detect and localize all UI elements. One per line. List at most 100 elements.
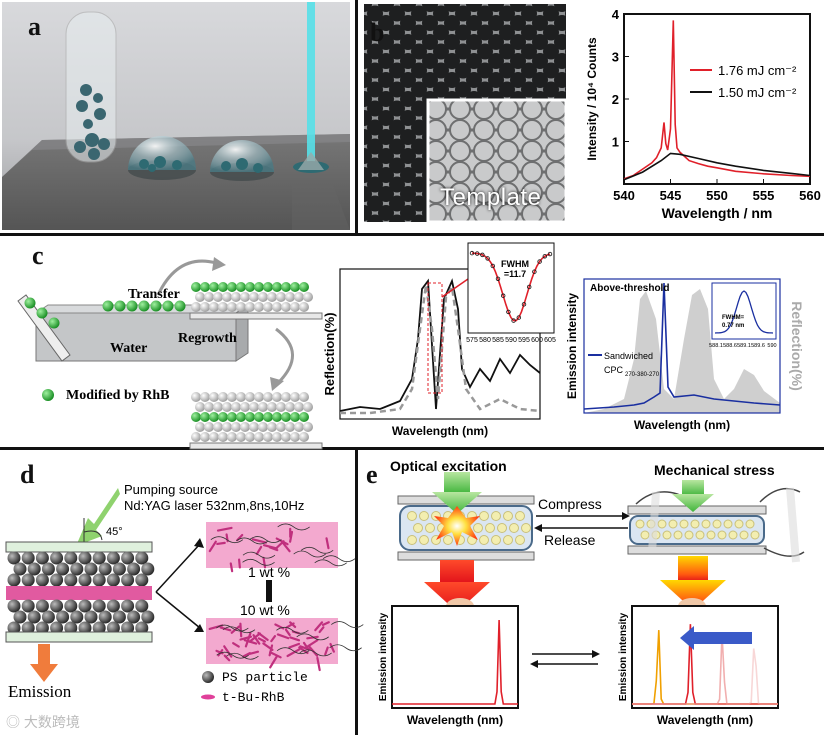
white-sphere [213,402,223,412]
particle [479,535,489,545]
rhb-molecule [288,642,301,649]
inset-tick-label: 590 [767,343,776,349]
ps-particle [78,573,92,587]
polymer-chain [300,546,334,554]
green-sphere [263,282,273,292]
ps-particle [35,599,49,613]
polymer-chain [236,537,269,545]
green-sphere [272,412,282,422]
particle [407,511,417,521]
ps-particle [7,551,21,565]
ps-particle [21,573,35,587]
polymer-chain [276,626,309,634]
legend-ps-text: PS particle [222,670,308,685]
ps-particle [78,599,92,613]
ps-particle [13,610,27,624]
separator-bottom-vertical [355,450,358,735]
white-sphere [227,392,237,402]
green-sphere [150,300,162,312]
panel-a: a [2,2,350,230]
white-sphere [200,392,210,402]
panel-c: c Transfer Water Regrowth Modified by Rh… [0,237,824,450]
emission-spectrum-right: Wavelength (nm)Emission intensity [618,605,779,727]
white-sphere [240,402,250,412]
panel-a-label: a [28,12,41,41]
inset-point [480,252,485,258]
white-sphere [267,292,277,302]
ps-particle [41,562,55,576]
white-sphere [276,292,286,302]
particle [701,519,711,529]
ps-particle [35,551,49,565]
rhb-molecule [223,645,233,658]
ps-particle [84,610,98,624]
inset-tick-label: 588.1 [709,343,723,349]
ps-particle [21,551,35,565]
ps-particle [135,573,149,587]
inset-tick-label: 589.1 [737,343,751,349]
green-sphere [209,282,219,292]
inset-tick-label: 588.6 [723,343,737,349]
particle [717,530,727,540]
green-sphere [138,300,150,312]
particle [657,519,667,529]
particle [443,535,453,545]
particle [503,535,513,545]
green-sphere [48,317,60,329]
particle [712,519,722,529]
green-sphere [290,282,300,292]
inset-point [537,259,542,264]
y-tick-label: 1 [612,135,619,150]
ps-particle [50,573,64,587]
white-sphere [290,302,300,312]
inset-point [526,284,532,290]
inset-point [511,318,516,323]
x-axis-label: Wavelength (nm) [634,418,730,432]
white-sphere [249,402,259,412]
panel-d-label: d [20,460,35,489]
polymer-chain [331,621,364,628]
white-sphere [200,432,210,442]
inset-fwhm-value: 0.77 nm [722,323,744,329]
ps-particle [135,599,149,613]
highlight-box [427,282,443,394]
emission-line [583,282,781,410]
y-axis-label: Reflection(%) [322,312,337,395]
rhb-molecule [244,632,252,648]
white-sphere [294,292,304,302]
white-sphere [231,402,241,412]
rhb-molecule [276,633,290,640]
mechanical-stress-text: Mechanical stress [654,462,775,478]
inset-point [547,251,553,257]
ps-particle [121,551,135,565]
white-sphere [267,402,277,412]
ps-particle [106,599,120,613]
particle [497,523,507,533]
inset-frame [467,242,555,334]
particle [419,511,429,521]
white-sphere [272,432,282,442]
white-sphere [254,392,264,402]
y-axis-label: Emission intensity [565,293,579,399]
particle [734,519,744,529]
ps-particle [92,621,106,635]
ps-particle [64,599,78,613]
white-sphere [281,302,291,312]
white-sphere [254,432,264,442]
white-sphere [218,392,228,402]
sandwich-diagram [5,488,364,700]
white-sphere [272,302,282,312]
white-sphere [191,392,201,402]
polymer-chain [293,550,326,558]
inset-tick-label: 595 [518,337,530,344]
ps-particle [7,573,21,587]
white-sphere [263,302,273,312]
inset-point [500,293,506,298]
green-sphere [36,307,48,319]
panel-a-illustration [2,2,350,230]
green-sphere [227,412,237,422]
inset-point [506,309,511,315]
inset-fwhm-label: FWHM [501,259,529,269]
polymer-chain [249,536,282,543]
